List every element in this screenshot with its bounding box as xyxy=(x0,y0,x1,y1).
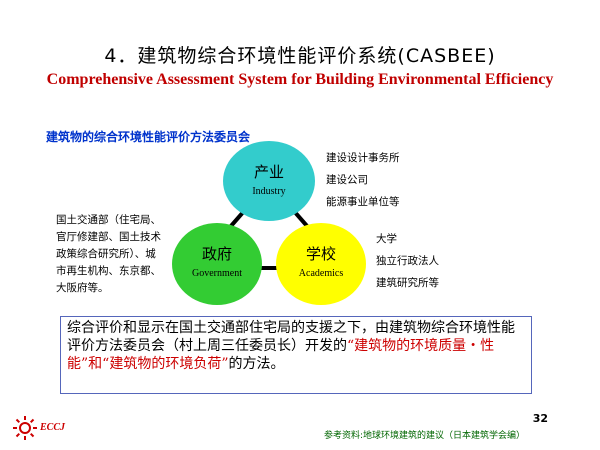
source-reference: 参考资料:地球环境建筑的建议（日本建筑学会编） xyxy=(324,431,526,441)
page-number: 32 xyxy=(532,412,548,425)
logo-text: ECCJ xyxy=(40,422,66,433)
industry-member-list: 建设设计事务所 建设公司 能源事业单位等 xyxy=(326,147,400,213)
list-item: 能源事业单位等 xyxy=(326,196,400,208)
list-item: 独立行政法人 xyxy=(376,255,439,267)
government-member-description: 国土交通部（住宅局、官厅修建部、国土技术政策综合研究所）、城市再生机构、东京都、… xyxy=(56,214,161,294)
government-en-label: Government xyxy=(192,268,242,279)
list-item: 建设设计事务所 xyxy=(326,152,400,164)
list-item: 大学 xyxy=(376,233,397,245)
summary-text-end: 的方法。 xyxy=(228,356,285,372)
list-item: 建设公司 xyxy=(326,174,368,186)
list-item: 建筑研究所等 xyxy=(376,277,439,289)
summary-highlight: “建筑物的环境质量・性能”和“建筑物的环境负荷” xyxy=(67,338,495,372)
academics-member-list: 大学 独立行政法人 建筑研究所等 xyxy=(376,228,439,294)
academics-zh-label: 学校 xyxy=(305,245,336,263)
page-subtitle: Comprehensive Assessment System for Buil… xyxy=(46,71,554,88)
industry-en-label: Industry xyxy=(252,186,286,197)
summary-text: 综合评价和显示在国土交通部住宅局的支援之下，由建筑物综合环境性能评价方法委员会（… xyxy=(67,320,515,354)
page-title: 4．建筑物综合环境性能评价系统(CASBEE) xyxy=(104,45,496,67)
summary-box: 综合评价和显示在国土交通部住宅局的支援之下，由建筑物综合环境性能评价方法委员会（… xyxy=(60,316,532,394)
government-node: 政府 Government xyxy=(172,223,262,305)
academics-en-label: Academics xyxy=(298,268,344,279)
industry-zh-label: 产业 xyxy=(253,163,284,181)
government-zh-label: 政府 xyxy=(201,245,232,263)
academics-node: 学校 Academics xyxy=(276,223,366,305)
committee-label: 建筑物的综合环境性能评价方法委员会 xyxy=(46,130,251,144)
industry-node: 产业 Industry xyxy=(223,141,315,221)
eccj-logo-icon xyxy=(13,416,37,440)
